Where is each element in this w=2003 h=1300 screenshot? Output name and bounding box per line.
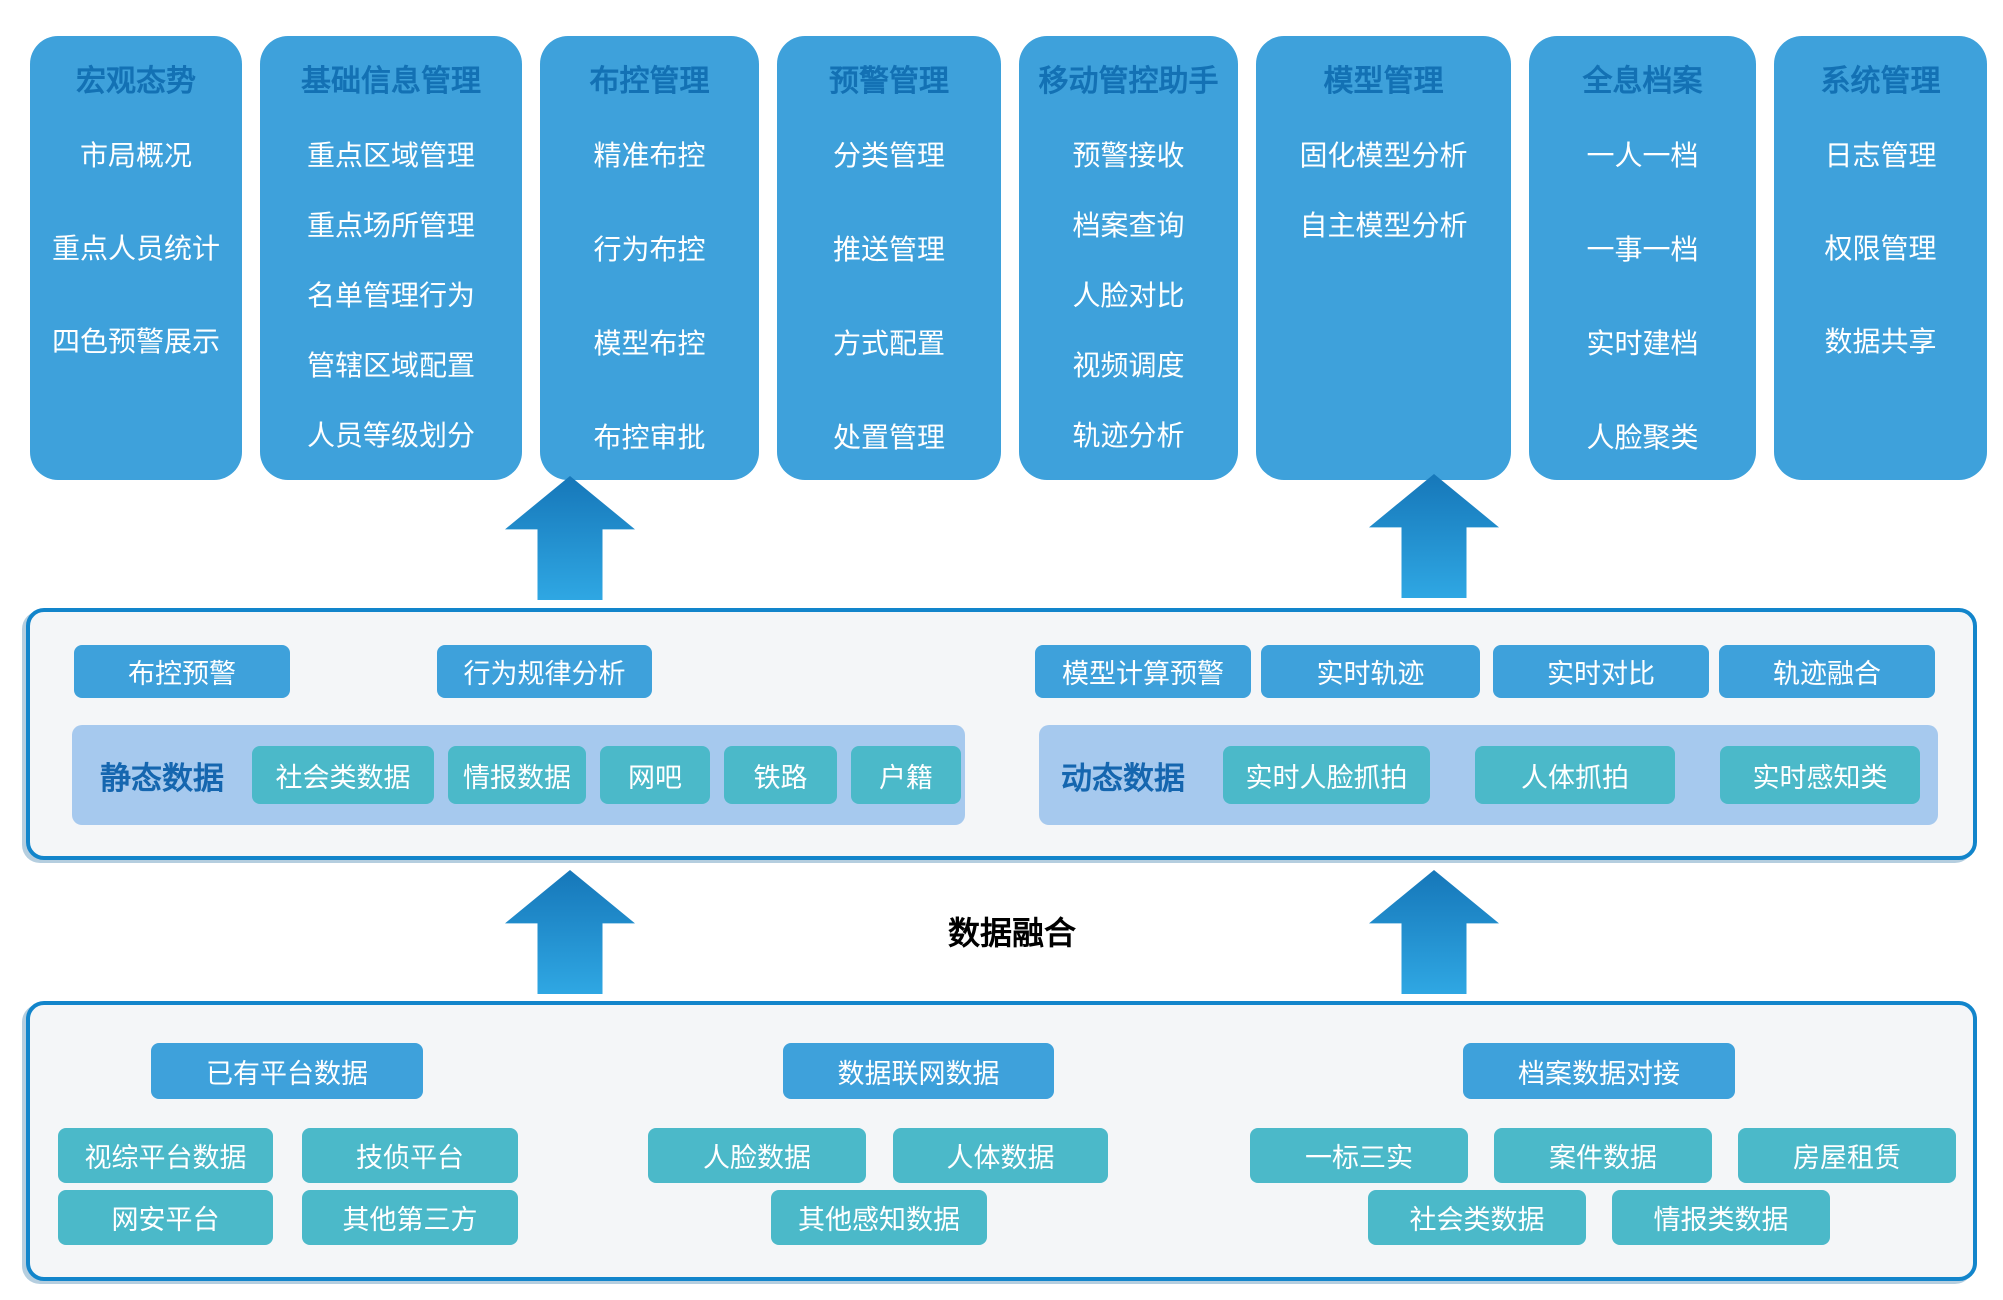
module-title: 移动管控助手	[1038, 65, 1219, 98]
data-pill: 人体抓拍	[1475, 746, 1675, 804]
dynamic-data-band: 动态数据 实时人脸抓拍 人体抓拍 实时感知类	[1039, 725, 1938, 825]
source-pill: 人脸数据	[648, 1128, 866, 1183]
module-title: 系统管理	[1820, 65, 1941, 98]
module-item-list: 精准布控 行为布控 模型布控 布控审批	[540, 138, 759, 456]
module-item: 行为布控	[593, 234, 706, 265]
module-item-list: 重点区域管理 重点场所管理 名单管理行为 管辖区域配置 人员等级划分	[260, 138, 522, 454]
module-item-list: 市局概况 重点人员统计 四色预警展示	[30, 138, 242, 360]
module-card-alert-mgmt: 预警管理 分类管理 推送管理 方式配置 处置管理	[777, 36, 1001, 480]
module-item: 一人一档	[1586, 140, 1699, 171]
source-pill: 案件数据	[1494, 1128, 1712, 1183]
source-pill: 房屋租赁	[1738, 1128, 1956, 1183]
module-card-basic-info: 基础信息管理 重点区域管理 重点场所管理 名单管理行为 管辖区域配置 人员等级划…	[260, 36, 522, 480]
module-item: 固化模型分析	[1299, 140, 1468, 171]
module-item: 重点场所管理	[306, 210, 475, 241]
module-card-model-mgmt: 模型管理 固化模型分析 自主模型分析	[1256, 36, 1511, 480]
source-pill: 其他感知数据	[771, 1190, 987, 1245]
module-item: 人脸聚类	[1586, 422, 1699, 453]
source-pill: 其他第三方	[302, 1190, 518, 1245]
module-title: 宏观态势	[76, 65, 196, 98]
source-layer: 已有平台数据 视综平台数据 技侦平台 网安平台 其他第三方 数据联网数据 人脸数…	[26, 1001, 1977, 1281]
data-fusion-label: 数据融合	[948, 915, 1077, 951]
data-pill: 户籍	[851, 746, 961, 804]
module-item: 日志管理	[1824, 140, 1937, 171]
module-title: 全息档案	[1582, 65, 1703, 98]
source-group-header: 数据联网数据	[783, 1043, 1054, 1099]
module-card-macro-situation: 宏观态势 市局概况 重点人员统计 四色预警展示	[30, 36, 242, 480]
module-item: 四色预警展示	[51, 326, 220, 357]
module-item-list: 分类管理 推送管理 方式配置 处置管理	[777, 138, 1001, 456]
module-item: 重点人员统计	[51, 233, 220, 264]
source-pill: 社会类数据	[1368, 1190, 1586, 1245]
capability-pill: 实时轨迹	[1261, 645, 1480, 698]
fusion-layer: 布控预警 行为规律分析 静态数据 社会类数据 情报数据 网吧 铁路 户籍 模型计…	[26, 608, 1977, 860]
source-pill: 视综平台数据	[58, 1128, 273, 1183]
module-card-holographic-archive: 全息档案 一人一档 一事一档 实时建档 人脸聚类	[1529, 36, 1756, 480]
capability-pill: 行为规律分析	[437, 645, 652, 698]
data-pill: 社会类数据	[252, 746, 434, 804]
source-pill: 技侦平台	[302, 1128, 518, 1183]
data-pill: 实时感知类	[1720, 746, 1920, 804]
up-arrow-icon	[505, 476, 635, 600]
module-item-list: 一人一档 一事一档 实时建档 人脸聚类	[1529, 138, 1756, 456]
module-card-system-mgmt: 系统管理 日志管理 权限管理 数据共享	[1774, 36, 1987, 480]
module-item: 名单管理行为	[306, 280, 475, 311]
capability-pill: 轨迹融合	[1719, 645, 1935, 698]
module-item: 管辖区域配置	[306, 350, 475, 381]
module-item: 人脸对比	[1072, 280, 1185, 311]
static-data-band: 静态数据 社会类数据 情报数据 网吧 铁路 户籍	[72, 725, 965, 825]
module-item: 一事一档	[1586, 234, 1699, 265]
up-arrow-icon	[1369, 870, 1499, 994]
module-item: 数据共享	[1824, 326, 1937, 357]
source-group-header: 已有平台数据	[151, 1043, 423, 1099]
module-item: 方式配置	[832, 328, 945, 359]
module-item: 视频调度	[1072, 350, 1185, 381]
module-item: 精准布控	[593, 140, 706, 171]
band-label: 动态数据	[1061, 760, 1185, 796]
source-pill: 人体数据	[893, 1128, 1108, 1183]
capability-pill: 布控预警	[74, 645, 290, 698]
module-title: 模型管理	[1323, 65, 1444, 98]
module-item: 分类管理	[832, 140, 945, 171]
module-item: 人员等级划分	[306, 420, 475, 451]
module-item: 轨迹分析	[1072, 420, 1185, 451]
source-group-header: 档案数据对接	[1463, 1043, 1735, 1099]
module-title: 基础信息管理	[301, 65, 481, 98]
source-pill: 网安平台	[58, 1190, 273, 1245]
up-arrow-icon	[505, 870, 635, 994]
module-item: 市局概况	[79, 140, 192, 171]
module-item: 布控审批	[593, 422, 706, 453]
module-title: 预警管理	[829, 65, 949, 98]
module-item-list: 预警接收 档案查询 人脸对比 视频调度 轨迹分析	[1019, 138, 1238, 454]
band-pill-list: 社会类数据 情报数据 网吧 铁路 户籍	[252, 746, 961, 804]
data-pill: 实时人脸抓拍	[1223, 746, 1430, 804]
source-pill: 一标三实	[1250, 1128, 1468, 1183]
module-item-list: 固化模型分析 自主模型分析	[1256, 138, 1511, 244]
module-title: 布控管理	[589, 65, 710, 98]
module-item: 档案查询	[1072, 210, 1185, 241]
module-card-mobile-assistant: 移动管控助手 预警接收 档案查询 人脸对比 视频调度 轨迹分析	[1019, 36, 1238, 480]
module-item: 预警接收	[1072, 140, 1185, 171]
up-arrow-icon	[1369, 474, 1499, 598]
module-item: 权限管理	[1824, 233, 1937, 264]
band-label: 静态数据	[100, 760, 224, 796]
module-item: 实时建档	[1586, 328, 1699, 359]
module-item: 模型布控	[593, 328, 706, 359]
module-card-control-mgmt: 布控管理 精准布控 行为布控 模型布控 布控审批	[540, 36, 759, 480]
data-pill: 铁路	[724, 746, 837, 804]
module-item: 处置管理	[832, 422, 945, 453]
source-pill: 情报类数据	[1612, 1190, 1830, 1245]
module-item: 推送管理	[832, 234, 945, 265]
band-pill-list: 实时人脸抓拍 人体抓拍 实时感知类	[1223, 746, 1920, 804]
module-item: 重点区域管理	[306, 140, 475, 171]
module-row: 宏观态势 市局概况 重点人员统计 四色预警展示 基础信息管理 重点区域管理 重点…	[30, 36, 1987, 480]
module-item: 自主模型分析	[1299, 210, 1468, 241]
module-item-list: 日志管理 权限管理 数据共享	[1774, 138, 1987, 360]
capability-pill: 模型计算预警	[1035, 645, 1251, 698]
capability-pill: 实时对比	[1493, 645, 1709, 698]
data-pill: 情报数据	[448, 746, 586, 804]
data-pill: 网吧	[600, 746, 710, 804]
